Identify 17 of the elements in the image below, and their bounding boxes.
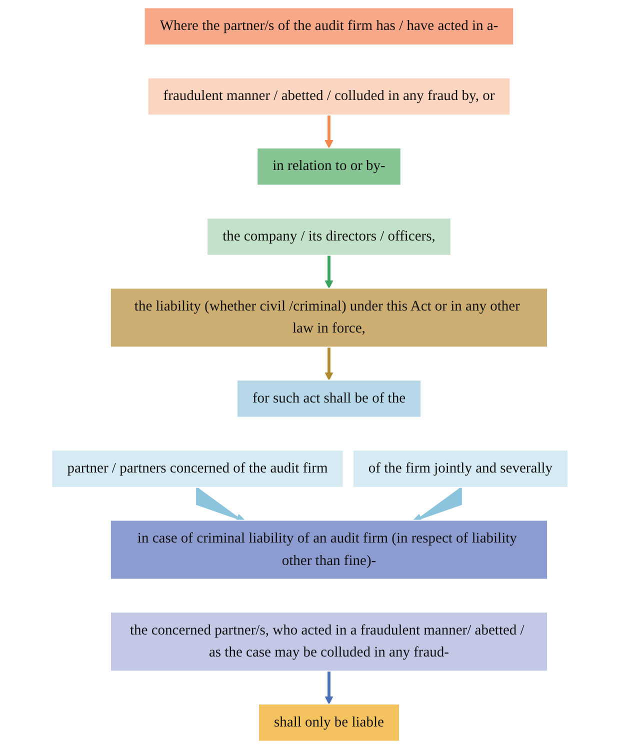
arrow: [324, 255, 333, 289]
node-box: the company / its directors / officers,: [206, 218, 451, 256]
node-box: the liability (whether civil /criminal) under this Act or in any other law in force,: [110, 288, 548, 348]
node-box: shall only be liable: [258, 704, 400, 742]
arrow: [196, 486, 245, 522]
node-box: fraudulent manner / abetted / colluded in any fraud by, or: [146, 77, 510, 116]
arrow: [324, 671, 333, 704]
arrow: [412, 486, 462, 522]
node-box: in relation to or by-: [256, 147, 401, 186]
node-box: partner / partners concerned of the audit firm: [50, 450, 344, 488]
node-box: of the firm jointly and severally: [352, 450, 568, 488]
node-box: for such act shall be of the: [236, 380, 422, 418]
node-box: the concerned partner/s, who acted in a fraudulent manner/ abetted / as the case may be colluded in any fraud-: [110, 612, 548, 672]
node-box: Where the partner/s of the audit firm has / have acted in a-: [144, 7, 514, 46]
arrow: [324, 115, 333, 148]
arrow: [324, 347, 333, 380]
node-box: in case of criminal liability of an audit firm (in respect of liability other than fine)-: [110, 520, 548, 580]
